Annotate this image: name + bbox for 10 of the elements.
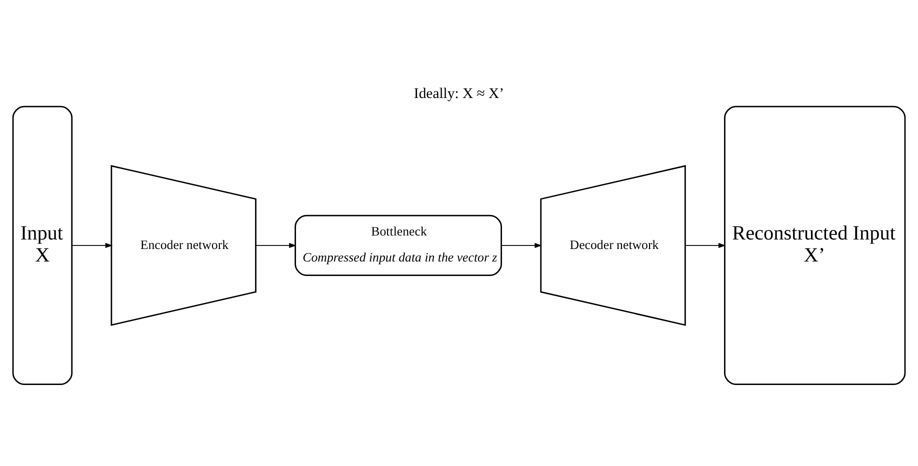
node-box: Encoder network (110, 164, 256, 326)
arrow (256, 242, 296, 248)
node-box: Input X (12, 105, 73, 384)
diagram-title: Ideally: X ≈ X’ (414, 86, 504, 102)
arrow (684, 242, 726, 248)
node-box: Decoder network (540, 164, 686, 326)
node-box: Bottleneck Compressed input data in the vector z (294, 214, 502, 276)
node-box: Reconstructed Input X’ (724, 105, 906, 384)
arrow (71, 242, 113, 248)
arrow (501, 242, 542, 248)
